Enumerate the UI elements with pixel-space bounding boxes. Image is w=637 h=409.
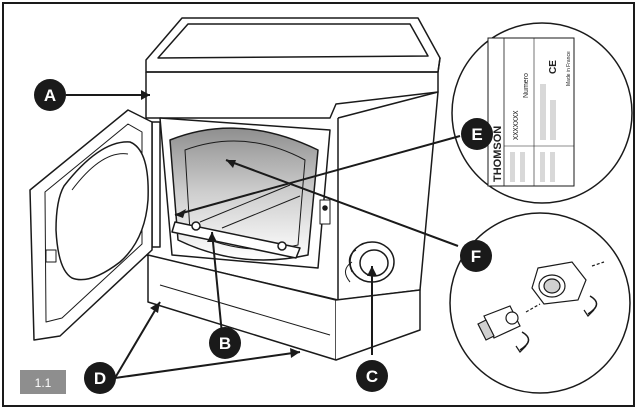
callout-d: D — [84, 362, 116, 394]
filter-frame — [199, 184, 301, 229]
door-window-highlight — [71, 153, 129, 191]
circle-letter-icon — [209, 327, 241, 359]
hinge-strip — [151, 121, 161, 248]
circle-letter-icon — [460, 240, 492, 272]
callout-d-label: D — [94, 369, 106, 388]
fitting-magnifier-circle — [449, 212, 631, 394]
fitting-connector-tip — [505, 311, 519, 325]
dryer — [29, 17, 441, 361]
side-switch-dot — [322, 205, 328, 211]
figure-tag-label: 1.1 — [35, 376, 52, 390]
figure-tag: 1.1 — [20, 370, 66, 394]
plate-spec-area — [550, 100, 556, 140]
leader-d1 — [114, 301, 161, 379]
callout-a-label: A — [44, 86, 56, 105]
leader-d2 — [114, 351, 301, 379]
plate-numero: Numero — [523, 73, 530, 98]
filter-knob-right — [277, 241, 287, 251]
plate-made-in: Made in France — [566, 51, 572, 86]
side-switch — [319, 199, 331, 225]
circle-letter-icon — [461, 118, 493, 150]
callout-a: A — [34, 79, 66, 111]
hose-fitting-icon — [477, 261, 605, 353]
leader-f — [225, 159, 459, 247]
leader-e — [174, 135, 461, 216]
callout-f-label: F — [471, 247, 481, 266]
plate-ce-mark: CE — [548, 60, 559, 74]
callout-b: B — [209, 327, 241, 359]
hose-fitting-magnifier — [449, 212, 631, 394]
drum — [169, 127, 319, 261]
callout-f: F — [460, 240, 492, 272]
callout-e: E — [461, 118, 493, 150]
callout-e-label: E — [471, 125, 482, 144]
rating-plate: THOMSON XXXXXXX Numero CE Made in France — [487, 37, 575, 187]
control-panel — [145, 57, 441, 119]
hose-ribs — [345, 249, 357, 283]
callout-c-label: C — [366, 367, 378, 386]
figure-tag-box — [20, 370, 66, 394]
drawer-line — [159, 284, 331, 336]
base-side — [335, 289, 421, 361]
plate-brand: THOMSON — [492, 126, 504, 182]
plate-barcode-area — [540, 84, 546, 140]
rating-plate-magnifier: THOMSON XXXXXXX Numero CE Made in France — [451, 22, 633, 204]
door-inner-frame — [44, 123, 143, 323]
plate-serial: XXXXXXX — [512, 110, 520, 140]
drum-inner — [184, 140, 306, 250]
circle-letter-icon — [84, 362, 116, 394]
callout-b-label: B — [219, 334, 231, 353]
leader-arrowheads — [141, 90, 377, 358]
circle-letter-icon — [356, 360, 388, 392]
leader-lines — [66, 94, 461, 379]
door-latch — [45, 249, 57, 263]
plate-border — [487, 37, 575, 187]
dryer-top-inset — [157, 23, 429, 59]
circle-letter-icon — [34, 79, 66, 111]
door-window — [55, 141, 149, 281]
filter-knob-left — [191, 221, 201, 231]
lint-filter — [171, 221, 301, 259]
dryer-top — [145, 17, 441, 73]
callout-c: C — [356, 360, 388, 392]
leader-b — [211, 231, 223, 335]
